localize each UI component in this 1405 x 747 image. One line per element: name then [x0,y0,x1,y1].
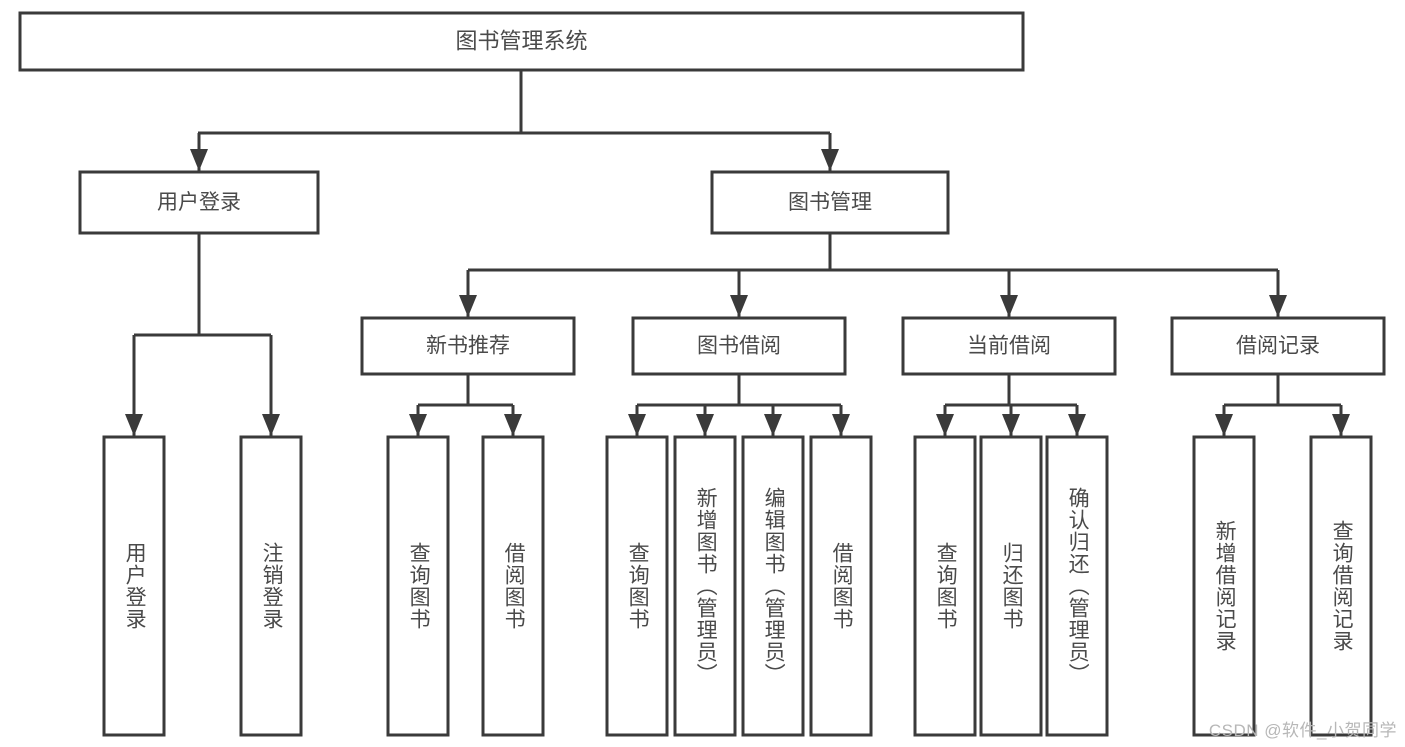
node-label-wrap-leaf-query-record: 查询借阅记录 [1330,520,1354,652]
node-box-book-borrow[interactable] [631,316,847,376]
arrow-head-icon-leaf-add-book [696,414,714,436]
node-label-leaf-user-login: 用户登录 [123,542,147,630]
arrow-head-icon-user-login [190,149,208,171]
node-leaf-query-book-2[interactable]: 查询图书 [605,435,669,737]
node-leaf-query-book-1[interactable]: 查询图书 [386,435,450,737]
node-label-leaf-add-book: 新增图书（管理员） [694,487,718,685]
node-leaf-query-record[interactable]: 查询借阅记录 [1309,435,1373,737]
node-leaf-confirm-return[interactable]: 确认归还（管理员） [1045,435,1109,737]
node-label-leaf-return-book: 归还图书 [1000,542,1024,630]
node-leaf-add-record[interactable]: 新增借阅记录 [1192,435,1256,737]
arrow-head-icon-borrow-record [1269,295,1287,317]
node-box-leaf-add-record[interactable] [1192,435,1256,737]
arrow-head-icon-current-borrow [1000,295,1018,317]
node-box-current-borrow[interactable] [901,316,1117,376]
arrow-head-icon-leaf-borrow-book-2 [832,414,850,436]
node-leaf-user-login[interactable]: 用户登录 [102,435,166,737]
node-box-leaf-logout[interactable] [239,435,303,737]
node-label-wrap-leaf-query-book-3: 查询图书 [934,542,958,630]
node-label-leaf-query-book-3: 查询图书 [934,542,958,630]
node-label-wrap-leaf-query-book-2: 查询图书 [626,542,650,630]
node-label-wrap-leaf-user-login: 用户登录 [123,542,147,630]
node-user-login[interactable]: 用户登录 [78,170,320,235]
node-label-book-borrow: 图书借阅 [697,335,781,358]
node-leaf-return-book[interactable]: 归还图书 [979,435,1043,737]
node-label-current-borrow: 当前借阅 [967,335,1051,358]
node-label-wrap-leaf-edit-book: 编辑图书（管理员） [762,487,786,685]
node-leaf-borrow-book-1[interactable]: 借阅图书 [481,435,545,737]
node-label-book-manage: 图书管理 [788,191,872,214]
node-label-wrap-leaf-borrow-book-2: 借阅图书 [830,542,854,630]
node-box-leaf-query-book-3[interactable] [913,435,977,737]
node-label-leaf-borrow-book-1: 借阅图书 [502,542,526,630]
node-box-new-book-recommend[interactable] [360,316,576,376]
node-label-root: 图书管理系统 [455,28,587,53]
arrow-head-icon-leaf-query-book-3 [936,414,954,436]
node-label-leaf-query-record: 查询借阅记录 [1330,520,1354,652]
node-label-wrap-leaf-borrow-book-1: 借阅图书 [502,542,526,630]
node-borrow-record[interactable]: 借阅记录 [1170,316,1386,376]
node-label-wrap-leaf-query-book-1: 查询图书 [407,542,431,630]
node-box-borrow-record[interactable] [1170,316,1386,376]
node-box-leaf-borrow-book-2[interactable] [809,435,873,737]
node-leaf-edit-book[interactable]: 编辑图书（管理员） [741,435,805,737]
node-leaf-query-book-3[interactable]: 查询图书 [913,435,977,737]
node-box-leaf-edit-book[interactable] [741,435,805,737]
node-new-book-recommend[interactable]: 新书推荐 [360,316,576,376]
connectors-layer [125,70,1350,436]
node-label-wrap-leaf-add-record: 新增借阅记录 [1213,520,1237,652]
node-box-book-manage[interactable] [710,170,950,235]
arrow-head-icon-leaf-edit-book [764,414,782,436]
node-label-wrap-leaf-return-book: 归还图书 [1000,542,1024,630]
arrow-head-icon-leaf-query-book-1 [409,414,427,436]
arrow-head-icon-new-book-recommend [459,295,477,317]
node-label-leaf-add-record: 新增借阅记录 [1213,520,1237,652]
node-label-new-book-recommend: 新书推荐 [426,335,510,358]
node-leaf-logout[interactable]: 注销登录 [239,435,303,737]
node-box-leaf-return-book[interactable] [979,435,1043,737]
node-label-leaf-confirm-return: 确认归还（管理员） [1066,487,1090,685]
nodes-layer: 图书管理系统用户登录图书管理新书推荐图书借阅当前借阅借阅记录用户登录注销登录查询… [18,11,1386,737]
node-box-user-login[interactable] [78,170,320,235]
node-label-leaf-query-book-2: 查询图书 [626,542,650,630]
node-box-leaf-query-book-2[interactable] [605,435,669,737]
node-current-borrow[interactable]: 当前借阅 [901,316,1117,376]
arrow-head-icon-leaf-user-login [125,414,143,436]
node-box-root[interactable] [18,11,1025,72]
node-box-leaf-add-book[interactable] [673,435,737,737]
node-box-leaf-user-login[interactable] [102,435,166,737]
node-box-leaf-borrow-book-1[interactable] [481,435,545,737]
node-box-leaf-query-book-1[interactable] [386,435,450,737]
node-root[interactable]: 图书管理系统 [18,11,1025,72]
node-label-leaf-borrow-book-2: 借阅图书 [830,542,854,630]
node-label-borrow-record: 借阅记录 [1236,335,1320,358]
node-label-wrap-leaf-add-book: 新增图书（管理员） [694,487,718,685]
node-box-leaf-query-record[interactable] [1309,435,1373,737]
arrow-head-icon-leaf-confirm-return [1068,414,1086,436]
arrow-head-icon-leaf-logout [262,414,280,436]
node-leaf-add-book[interactable]: 新增图书（管理员） [673,435,737,737]
node-label-leaf-logout: 注销登录 [260,542,284,630]
arrow-head-icon-leaf-borrow-book-1 [504,414,522,436]
node-leaf-borrow-book-2[interactable]: 借阅图书 [809,435,873,737]
node-label-wrap-leaf-logout: 注销登录 [260,542,284,630]
node-book-borrow[interactable]: 图书借阅 [631,316,847,376]
arrow-head-icon-book-borrow [730,295,748,317]
arrow-head-icon-book-manage [821,149,839,171]
node-label-leaf-query-book-1: 查询图书 [407,542,431,630]
arrow-head-icon-leaf-add-record [1215,414,1233,436]
arrow-head-icon-leaf-return-book [1002,414,1020,436]
node-label-wrap-leaf-confirm-return: 确认归还（管理员） [1066,487,1090,685]
node-label-leaf-edit-book: 编辑图书（管理员） [762,487,786,685]
node-box-leaf-confirm-return[interactable] [1045,435,1109,737]
arrow-head-icon-leaf-query-book-2 [628,414,646,436]
arrow-head-icon-leaf-query-record [1332,414,1350,436]
node-book-manage[interactable]: 图书管理 [710,170,950,235]
node-label-user-login: 用户登录 [157,191,241,214]
